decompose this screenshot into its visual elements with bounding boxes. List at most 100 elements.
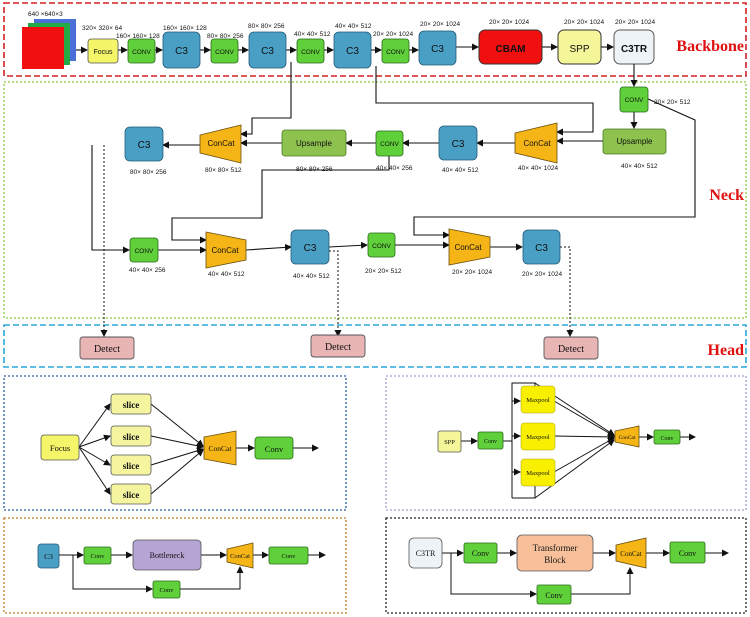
c3-4-dim: 20× 20× 1024	[420, 21, 461, 28]
c3-block-4: C3	[418, 30, 457, 66]
focus-module-concat-label: ConCat	[209, 444, 233, 453]
c3tr-module-concat: ConCat	[615, 537, 647, 569]
c3-1-dim: 160× 160× 128	[163, 25, 207, 32]
head-frame	[3, 324, 747, 368]
maxpool-block-1: Maxpool	[520, 385, 556, 414]
conv3-label: CONV	[301, 49, 320, 56]
c3-block-2: C3	[248, 31, 287, 69]
c3tr-module-concat-label: ConCat	[620, 550, 641, 558]
spp-module-input: SPP	[437, 430, 462, 453]
neck-c3-d: C3	[522, 229, 561, 265]
neck-conv-c-dim: 40× 40× 256	[129, 267, 166, 274]
spp-dim: 20× 20× 1024	[564, 19, 605, 26]
neck-c3-b-label: C3	[138, 140, 151, 151]
c3-module-conv1-label: Conv	[90, 553, 105, 560]
conv1-dim: 160× 160× 128	[116, 33, 160, 40]
neck-c3-a: C3	[438, 125, 478, 161]
c3tr-module-frame	[385, 517, 747, 614]
neck-concat-d-label: ConCat	[454, 243, 482, 252]
c3-module-input-label: C3	[44, 552, 53, 561]
c3-4-label: C3	[431, 44, 444, 55]
neck-c3-c: C3	[290, 229, 330, 265]
input-image-stack	[22, 19, 76, 69]
c3-module-conv1: Conv	[83, 546, 112, 565]
spp-module-conv-out: Conv	[653, 429, 681, 445]
maxpool-3-label: Maxpool	[526, 470, 550, 477]
spp-module-concat-label: ConCat	[619, 435, 636, 441]
spp-module-conv: Conv	[477, 431, 504, 450]
spp-label: SPP	[569, 44, 589, 55]
neck-conv-b-label: CONV	[380, 141, 399, 148]
neck-upsample-b-dim: 80× 80× 256	[296, 166, 333, 173]
c3-block-3: C3	[333, 31, 372, 69]
conv-block-2: CONV	[210, 38, 239, 64]
neck-c3-c-label: C3	[304, 243, 317, 254]
conv3-dim: 40× 40× 512	[294, 31, 331, 38]
maxpool-block-2: Maxpool	[520, 422, 556, 451]
neck-concat-d-dim: 20× 20× 1024	[452, 269, 493, 276]
c3-3-label: C3	[346, 46, 359, 57]
slice-2-label: slice	[123, 432, 140, 442]
bottleneck-label: Bottleneck	[150, 551, 185, 560]
slice-block-4: slice	[110, 483, 152, 505]
slice-4-label: slice	[123, 490, 140, 500]
neck-conv-c-label: CONV	[135, 248, 154, 255]
backbone-title: Backbone	[676, 38, 744, 55]
c3tr-dim: 20× 20× 1024	[615, 19, 656, 26]
conv-block-1: CONV	[127, 38, 156, 64]
slice-block-1: slice	[110, 393, 152, 415]
focus-block: Focus	[87, 38, 119, 64]
neck-c3-d-dim: 20× 20× 1024	[522, 271, 563, 278]
spp-module-frame	[385, 375, 747, 511]
neck-conv-d-dim: 20× 20× 512	[365, 268, 402, 275]
neck-conv-a-label: CONV	[625, 97, 644, 104]
neck-concat-c-dim: 40× 40× 512	[208, 271, 245, 278]
conv2-label: CONV	[215, 49, 234, 56]
c3tr-module-conv1-label: Conv	[472, 549, 489, 558]
neck-conv-d-label: CONV	[372, 243, 391, 250]
conv1-label: CONV	[132, 49, 151, 56]
neck-title: Neck	[709, 187, 744, 204]
conv-block-3: CONV	[296, 38, 325, 64]
neck-conv-a: CONV	[619, 86, 649, 113]
slice-block-2: slice	[110, 425, 152, 447]
cbam-dim: 20× 20× 1024	[489, 19, 530, 26]
c3tr-module-input-label: C3TR	[416, 549, 436, 558]
bottleneck-block: Bottleneck	[132, 539, 202, 571]
c3tr-module-conv-skip-label: Conv	[545, 591, 562, 600]
neck-upsample-a: Upsample	[602, 128, 667, 155]
transformer-block: Transformer Block	[516, 534, 594, 572]
transformer-label-line1: Transformer	[533, 543, 578, 553]
slice-3-label: slice	[123, 461, 140, 471]
neck-conv-b: CONV	[375, 130, 404, 157]
c3-1-label: C3	[175, 46, 188, 57]
conv2-dim: 80× 80× 256	[207, 33, 244, 40]
detect-3-label: Detect	[558, 344, 584, 355]
neck-c3-d-label: C3	[535, 243, 548, 254]
maxpool-1-label: Maxpool	[526, 397, 550, 404]
neck-upsample-a-label: Upsample	[616, 137, 653, 146]
c3tr-module-conv1: Conv	[463, 542, 498, 564]
neck-c3-b: C3	[124, 126, 164, 162]
neck-c3-c-dim: 40× 40× 512	[293, 273, 330, 280]
conv4-dim: 20× 20× 1024	[373, 31, 414, 38]
neck-upsample-b-label: Upsample	[296, 139, 333, 148]
detect-block-1: Detect	[79, 336, 135, 360]
c3-module-conv-out: Conv	[268, 546, 309, 565]
detect-block-2: Detect	[310, 334, 366, 358]
focus-module-concat: ConCat	[203, 430, 237, 466]
c3-module-conv-skip: Conv	[152, 580, 181, 599]
neck-concat-b: ConCat	[199, 124, 242, 164]
c3-module-frame	[3, 517, 347, 614]
neck-frame	[3, 81, 747, 319]
focus-module-input: Focus	[40, 434, 80, 461]
cbam-label: CBAM	[496, 44, 526, 55]
focus-module-frame	[3, 375, 347, 511]
c3-block-1: C3	[162, 31, 201, 69]
spp-module-input-label: SPP	[444, 439, 455, 446]
neck-upsample-b: Upsample	[281, 129, 347, 157]
neck-conv-d: CONV	[367, 232, 396, 258]
backbone-frame	[3, 2, 747, 77]
focus-label: Focus	[93, 49, 113, 56]
